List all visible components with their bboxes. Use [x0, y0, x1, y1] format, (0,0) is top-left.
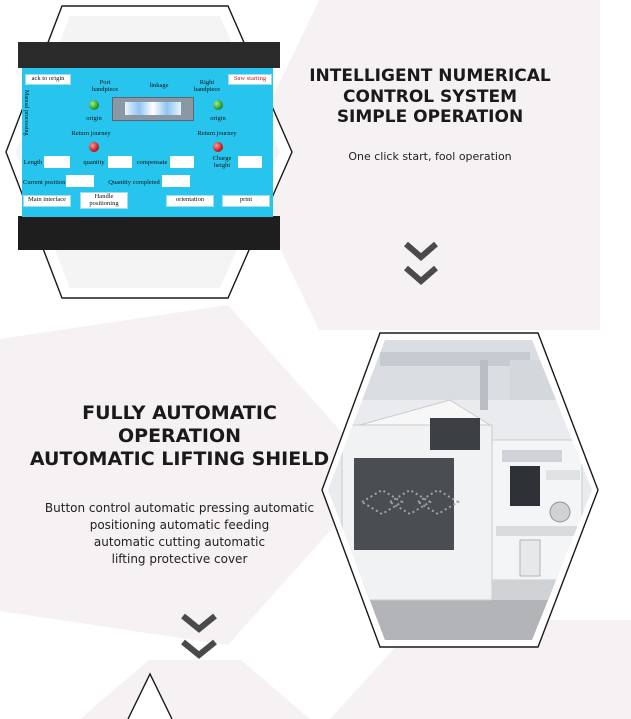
compensate-label: compensate: [136, 159, 168, 166]
origin-right-indicator: [213, 100, 223, 110]
bg-hexagon-top-right: [240, 0, 600, 330]
double-chevron-down-icon: [181, 613, 217, 659]
back-to-origin-button[interactable]: ack to origin: [25, 74, 71, 85]
linkage-slider-handle[interactable]: [125, 102, 181, 115]
section1-heading: INTELLIGENT NUMERICAL CONTROL SYSTEM SIM…: [309, 66, 551, 128]
length-input[interactable]: [44, 156, 70, 168]
section2-heading: FULLY AUTOMATIC OPERATION AUTOMATIC LIFT…: [29, 402, 330, 471]
print-button[interactable]: print: [222, 195, 270, 207]
compensate-input[interactable]: [170, 156, 194, 168]
length-label: Length: [23, 159, 43, 166]
orientation-button[interactable]: orientation: [166, 195, 214, 207]
section2-description: Button control automatic pressing automa…: [44, 501, 315, 566]
charge-height-input[interactable]: [238, 156, 262, 168]
section1-subtitle: One click start, fool operation: [348, 150, 512, 163]
origin-right-label: origin: [210, 115, 226, 122]
quantity-completed-field: [162, 175, 190, 187]
main-interface-button[interactable]: Main interface: [23, 195, 71, 207]
return-left-indicator: [89, 142, 99, 152]
current-position-label: Current position: [23, 179, 66, 186]
return-right-indicator: [213, 142, 223, 152]
return-journey-left-label: Return journey: [71, 130, 111, 137]
bg-hexagon-bottom-left: [80, 660, 310, 719]
current-position-field: [66, 175, 94, 187]
linkage-label: linkage: [149, 82, 169, 89]
linkage-slider[interactable]: [112, 97, 194, 121]
manual-processing-label: Manual processing: [23, 90, 29, 136]
origin-left-indicator: [89, 100, 99, 110]
machine-hexagon-image: [321, 332, 599, 648]
quantity-input[interactable]: [108, 156, 132, 168]
origin-left-label: origin: [86, 115, 102, 122]
quantity-completed-label: Quantity completed: [108, 179, 160, 186]
saw-starting-button[interactable]: Saw starting: [228, 74, 272, 85]
quantity-label: quantity: [83, 159, 105, 166]
return-journey-right-label: Return journey: [197, 130, 237, 137]
next-hexagon-edge: [127, 672, 173, 719]
double-chevron-down-icon: [404, 241, 438, 285]
